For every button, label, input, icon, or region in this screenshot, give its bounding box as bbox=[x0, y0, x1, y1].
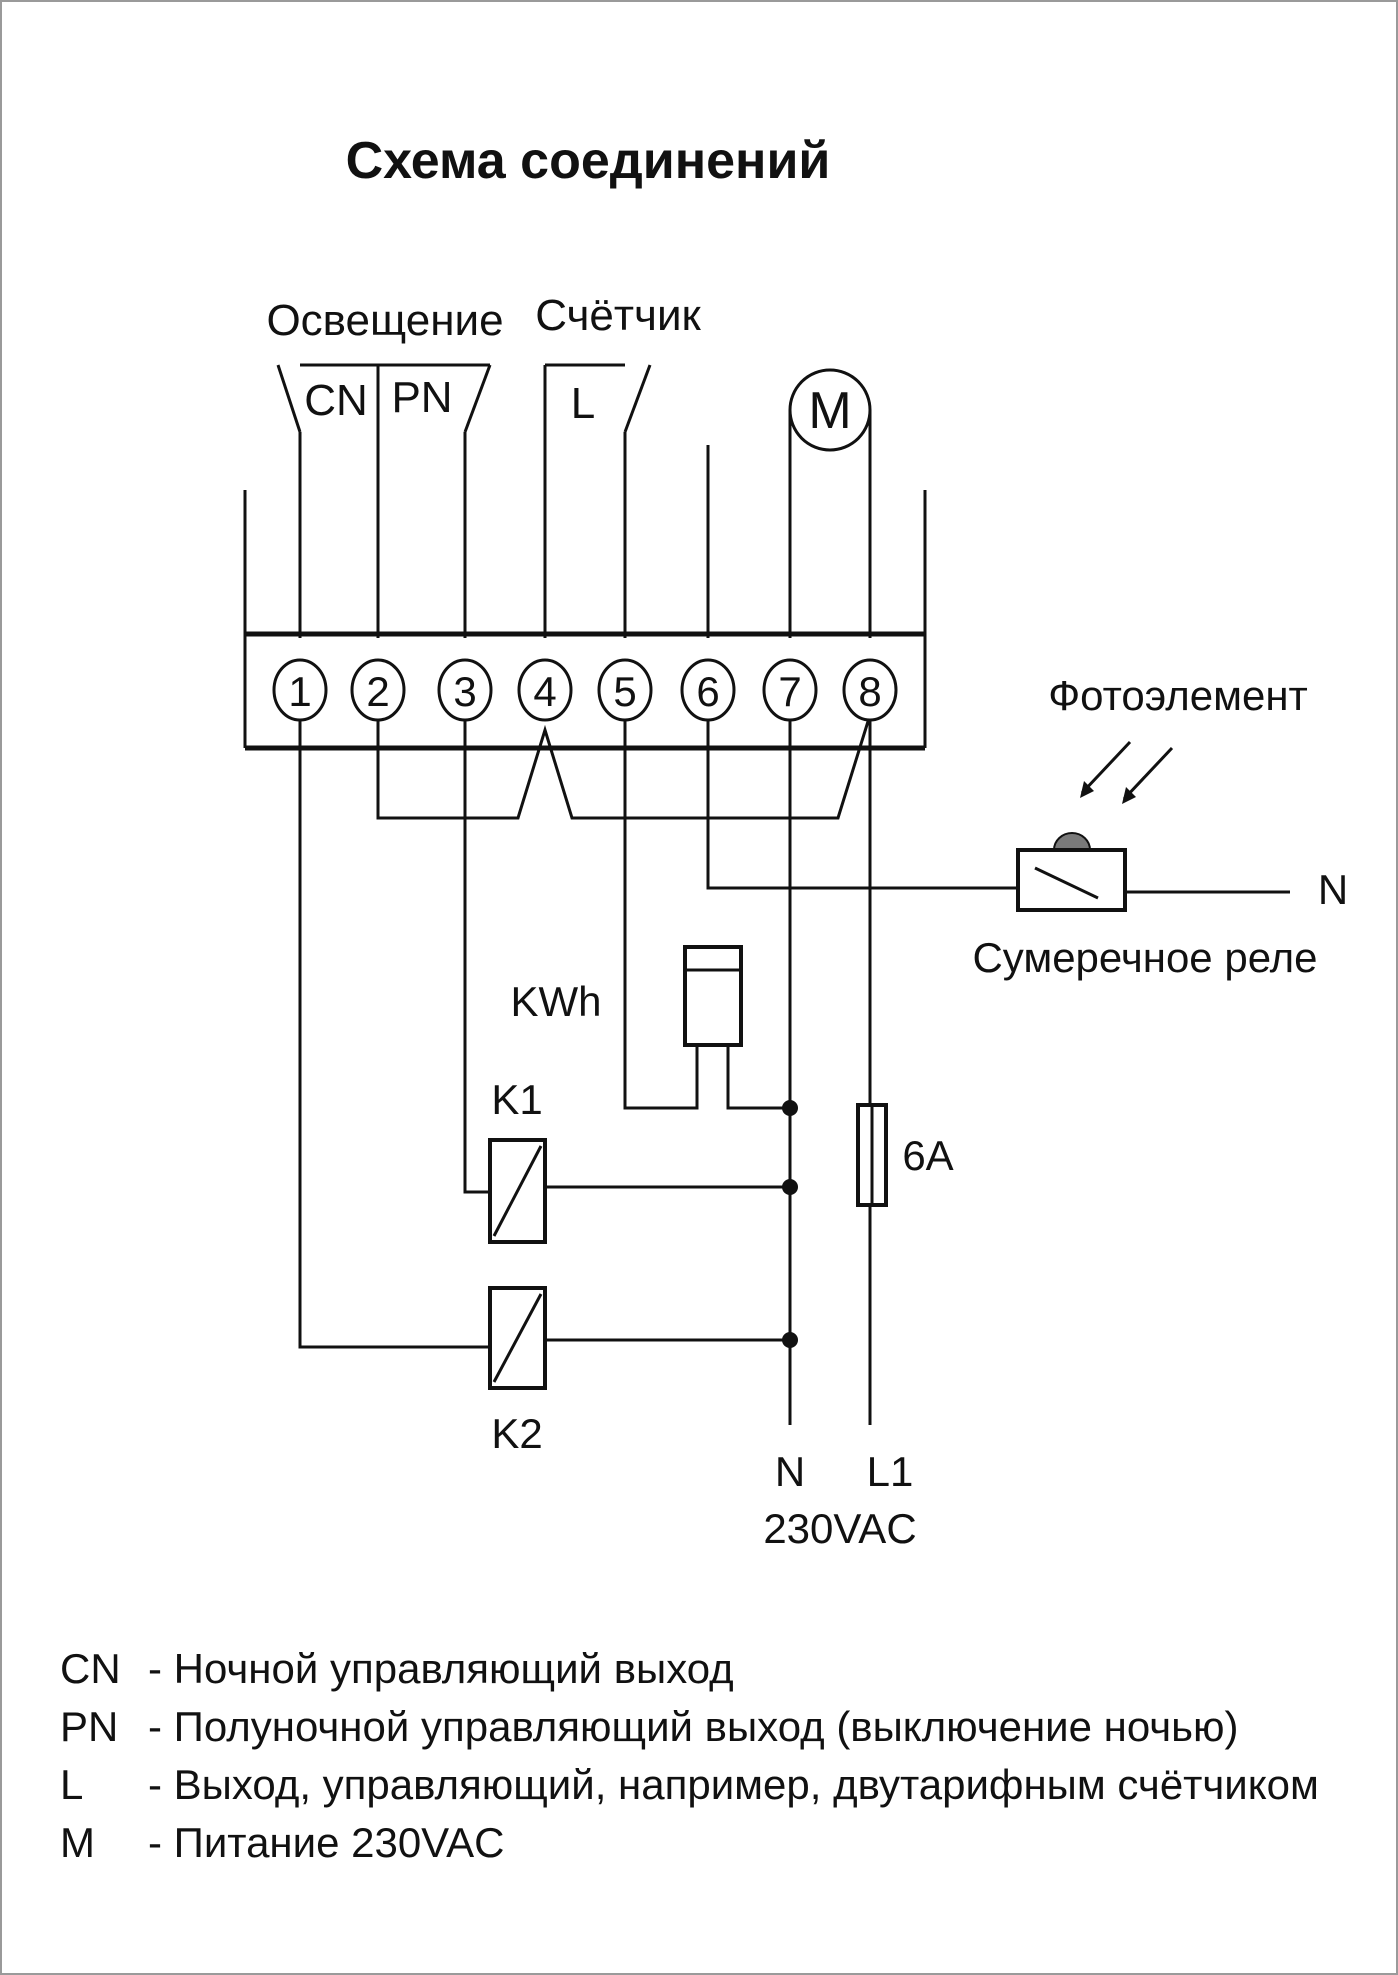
lighting-label: Освещение bbox=[266, 296, 503, 345]
pn-switch-blade bbox=[463, 364, 492, 433]
terminal-4 bbox=[517, 658, 573, 722]
legend: CN - Ночной управляющий выход PN - Полуноч… bbox=[60, 1640, 1319, 1872]
legend-row-pn: PN - Полуночной управляющий выход (выключ… bbox=[60, 1698, 1319, 1756]
relay-contact bbox=[1034, 866, 1099, 900]
junction-dot-k2 bbox=[782, 1332, 798, 1348]
legend-row-l: L - Выход, управляющий, например, двутари… bbox=[60, 1756, 1319, 1814]
terminal-5-number: 5 bbox=[613, 668, 636, 715]
legend-key: PN bbox=[60, 1703, 119, 1750]
wire-terminal-6-relay bbox=[706, 715, 1020, 890]
diagram-title: Схема соединений bbox=[346, 132, 831, 190]
meter-label: Счётчик bbox=[535, 291, 701, 340]
terminal-8 bbox=[842, 658, 898, 722]
k2-coil-diagonal bbox=[492, 1293, 543, 1383]
terminal-1-number: 1 bbox=[288, 668, 311, 715]
terminal-3-number: 3 bbox=[453, 668, 476, 715]
legend-text: - Ночной управляющий выход bbox=[148, 1645, 734, 1692]
k1-coil-diagonal bbox=[492, 1145, 543, 1237]
l-label: L bbox=[571, 379, 595, 428]
legend-text: - Питание 230VAC bbox=[148, 1819, 505, 1866]
voltage-label: 230VAC bbox=[763, 1505, 916, 1552]
wire-terminal-5-kwh bbox=[623, 715, 699, 1110]
terminal-6-number: 6 bbox=[696, 668, 719, 715]
terminal-1 bbox=[272, 658, 328, 722]
k1-label: K1 bbox=[491, 1076, 542, 1123]
terminal-7-number: 7 bbox=[778, 668, 801, 715]
cn-label: CN bbox=[304, 376, 368, 425]
l1-label: L1 bbox=[867, 1448, 914, 1495]
terminal-8-number: 8 bbox=[858, 668, 881, 715]
cn-switch-blade bbox=[276, 364, 302, 433]
wire-kwh-n bbox=[726, 1045, 790, 1110]
pn-label: PN bbox=[391, 373, 452, 422]
legend-row-m: M - Питание 230VAC bbox=[60, 1814, 1319, 1872]
motor-label: M bbox=[808, 382, 851, 440]
bridge-2-4-8 bbox=[376, 714, 872, 820]
terminal-6 bbox=[680, 658, 736, 722]
motor-symbol bbox=[788, 368, 872, 452]
fuse-label: 6A bbox=[902, 1132, 953, 1179]
terminal-7 bbox=[762, 658, 818, 722]
junction-dot-kwh bbox=[782, 1100, 798, 1116]
relay-n-label: N bbox=[1318, 866, 1348, 913]
l-switch-blade bbox=[623, 364, 652, 433]
legend-row-cn: CN - Ночной управляющий выход bbox=[60, 1640, 1319, 1698]
light-ray-1 bbox=[1080, 740, 1132, 795]
photo-label: Фотоэлемент bbox=[1048, 672, 1308, 719]
terminal-5 bbox=[597, 658, 653, 722]
terminal-3 bbox=[437, 658, 493, 722]
legend-key: CN bbox=[60, 1645, 121, 1692]
terminal-2 bbox=[350, 658, 406, 722]
wire-terminal-3-k1 bbox=[463, 715, 490, 1194]
light-ray-1-arrow bbox=[1080, 781, 1094, 798]
n-label: N bbox=[775, 1448, 805, 1495]
junction-dot-k1 bbox=[782, 1179, 798, 1195]
light-ray-2-arrow bbox=[1122, 787, 1136, 804]
kwh-meter bbox=[683, 945, 743, 1047]
twilight-relay-box bbox=[1016, 848, 1127, 912]
terminal-2-number: 2 bbox=[366, 668, 389, 715]
kwh-label: KWh bbox=[510, 978, 601, 1025]
legend-key: L bbox=[60, 1761, 84, 1808]
light-ray-2 bbox=[1122, 746, 1174, 801]
k2-label: K2 bbox=[491, 1410, 542, 1457]
legend-text: - Полуночной управляющий выход (выключен… bbox=[148, 1703, 1239, 1750]
photocell-dome bbox=[1052, 832, 1092, 851]
legend-text: - Выход, управляющий, например, двутариф… bbox=[148, 1761, 1319, 1808]
legend-key: M bbox=[60, 1819, 95, 1866]
terminal-4-number: 4 bbox=[533, 668, 556, 715]
wire-terminal-1-k2 bbox=[298, 715, 490, 1349]
twilight-relay-label: Сумеречное реле bbox=[972, 934, 1317, 981]
